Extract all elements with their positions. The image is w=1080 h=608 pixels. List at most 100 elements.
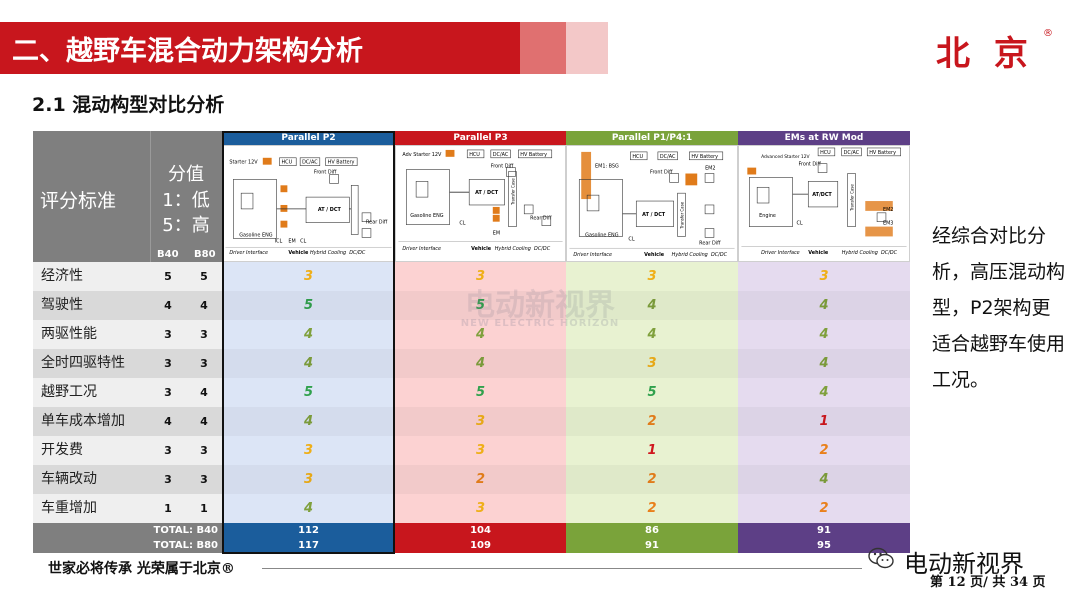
- svg-text:Front Diff: Front Diff: [314, 170, 337, 176]
- score-header-cell: [150, 131, 222, 262]
- svg-text:EM2: EM2: [705, 166, 715, 172]
- svg-text:Adv Starter 12V: Adv Starter 12V: [402, 152, 442, 158]
- svg-text:Rear Diff: Rear Diff: [530, 216, 552, 222]
- page-number: 第 12 页/ 共 34 页: [930, 575, 1046, 590]
- column-title-p3: Parallel P3: [395, 131, 566, 145]
- score-cell: 1: [738, 407, 910, 436]
- svg-text:DC/DC: DC/DC: [711, 252, 728, 258]
- svg-text:HV Battery: HV Battery: [691, 154, 718, 160]
- svg-text:DC/DC: DC/DC: [881, 250, 898, 256]
- b40-weight: 4: [150, 407, 186, 436]
- subsection-title: 2.1 混动构型对比分析: [32, 94, 225, 116]
- criterion-label: 经济性: [33, 262, 150, 291]
- total-value: 109: [395, 538, 566, 553]
- svg-text:DC/DC: DC/DC: [349, 250, 366, 256]
- svg-text:Driver Interface: Driver Interface: [402, 246, 441, 252]
- b80-weight: 4: [186, 378, 222, 407]
- svg-text:Transfer Case: Transfer Case: [849, 184, 854, 212]
- brand-logo: 北 京: [936, 34, 1034, 74]
- svg-text:Front Diff: Front Diff: [650, 170, 673, 176]
- criterion-label: 车重增加: [33, 494, 150, 523]
- b40-column-label: B40: [157, 249, 179, 260]
- svg-text:Hybrid Cooling: Hybrid Cooling: [495, 246, 531, 252]
- criterion-label: 开发费: [33, 436, 150, 465]
- svg-text:DC/AC: DC/AC: [660, 154, 676, 160]
- svg-text:Vehicle: Vehicle: [471, 246, 492, 252]
- svg-text:Hybrid Cooling: Hybrid Cooling: [842, 250, 878, 256]
- score-cell: 3: [566, 262, 738, 291]
- svg-text:Transfer Case: Transfer Case: [679, 201, 684, 229]
- svg-text:Driver Interface: Driver Interface: [761, 250, 800, 256]
- svg-text:CL: CL: [628, 236, 634, 242]
- criterion-label: 越野工况: [33, 378, 150, 407]
- column-title-rw: EMs at RW Mod: [738, 131, 910, 145]
- svg-text:Gasoline ENG: Gasoline ENG: [239, 232, 273, 238]
- svg-text:EM3: EM3: [883, 221, 893, 227]
- svg-text:DC/AC: DC/AC: [493, 152, 509, 158]
- svg-text:HV Battery: HV Battery: [328, 160, 355, 166]
- score-cell: 4: [395, 320, 566, 349]
- score-cell: 4: [738, 320, 910, 349]
- total-value: 117: [222, 538, 395, 553]
- total-value: 95: [738, 538, 910, 553]
- svg-text:Advanced Starter 12V: Advanced Starter 12V: [761, 154, 809, 160]
- svg-text:DC/DC: DC/DC: [534, 246, 551, 252]
- score-cell: 3: [395, 436, 566, 465]
- svg-text:Engine: Engine: [759, 213, 776, 219]
- b40-weight: 3: [150, 436, 186, 465]
- column-title-p1p4: Parallel P1/P4:1: [566, 131, 738, 145]
- b40-weight: 3: [150, 465, 186, 494]
- svg-text:Hybrid Cooling: Hybrid Cooling: [672, 252, 708, 258]
- section-title: 二、越野车混合动力架构分析: [12, 36, 363, 67]
- criterion-label: 单车成本增加: [33, 407, 150, 436]
- b80-weight: 4: [186, 407, 222, 436]
- svg-text:HV Battery: HV Battery: [869, 150, 896, 156]
- score-cell: 2: [738, 436, 910, 465]
- svg-text:Gasoline ENG: Gasoline ENG: [410, 213, 444, 219]
- criterion-label: 驾驶性: [33, 291, 150, 320]
- svg-text:Hybrid Cooling: Hybrid Cooling: [310, 250, 346, 256]
- svg-text:ICL: ICL: [275, 238, 283, 244]
- score-cell: 3: [395, 262, 566, 291]
- b40-weight: 1: [150, 494, 186, 523]
- svg-text:HV Battery: HV Battery: [520, 152, 547, 158]
- header-accent-block: [520, 22, 566, 74]
- b80-column-label: B80: [194, 249, 216, 260]
- score-cell: 2: [738, 494, 910, 523]
- score-cell: 4: [566, 320, 738, 349]
- b40-weight: 5: [150, 262, 186, 291]
- score-header-line-1: 分值: [168, 164, 204, 185]
- svg-text:CL: CL: [300, 238, 306, 244]
- watermark-text: 电动新视界: [465, 288, 615, 323]
- diagram-p3: Adv Starter 12V HCU DC/AC HV Battery Fro…: [395, 145, 566, 262]
- score-cell: 3: [222, 262, 395, 291]
- svg-text:Rear Diff: Rear Diff: [699, 240, 721, 246]
- total-value: 112: [222, 523, 395, 538]
- footer-slogan: 世家必将传承 光荣属于北京®: [48, 561, 235, 577]
- svg-text:HCU: HCU: [632, 154, 643, 160]
- score-cell: 4: [222, 349, 395, 378]
- svg-text:EM1: BSG: EM1: BSG: [595, 164, 619, 170]
- total-value: 104: [395, 523, 566, 538]
- b40-weight: 3: [150, 320, 186, 349]
- score-cell: 3: [222, 436, 395, 465]
- wechat-account-name: 电动新视界: [904, 550, 1024, 578]
- b80-weight: 3: [186, 320, 222, 349]
- svg-text:Vehicle: Vehicle: [644, 252, 665, 258]
- svg-text:HCU: HCU: [820, 150, 831, 156]
- svg-text:Vehicle: Vehicle: [808, 250, 829, 256]
- svg-text:AT / DCT: AT / DCT: [642, 212, 666, 218]
- criterion-label: 全时四驱特性: [33, 349, 150, 378]
- score-cell: 3: [566, 349, 738, 378]
- b80-weight: 3: [186, 349, 222, 378]
- b80-weight: 1: [186, 494, 222, 523]
- total-label: TOTAL: B40: [33, 523, 222, 538]
- score-cell: 5: [222, 378, 395, 407]
- svg-text:Rear Diff: Rear Diff: [366, 220, 388, 226]
